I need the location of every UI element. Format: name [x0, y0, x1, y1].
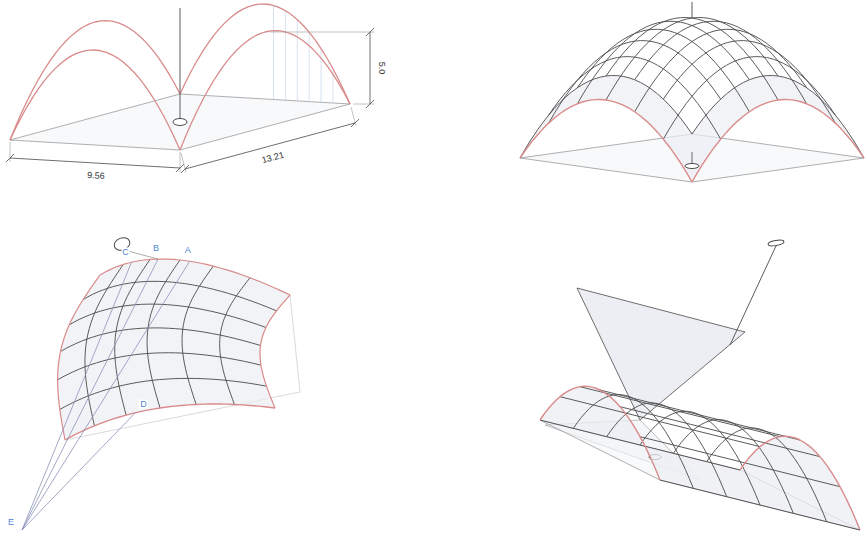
point-label: D [139, 399, 148, 408]
edge-arch [260, 295, 290, 408]
grid-line [606, 18, 778, 100]
grid-line [182, 266, 213, 404]
grid-line [663, 41, 835, 123]
point-label: E [7, 518, 15, 527]
pole-base [173, 119, 187, 126]
dimension-label: 9.56 [86, 171, 106, 181]
hatch-line [285, 11, 286, 101]
sight-line [22, 261, 190, 530]
grid-line [115, 259, 150, 415]
dimension-label: 13.21 [260, 150, 286, 165]
sight-line [22, 262, 132, 530]
grid-line [549, 57, 721, 139]
grid-line [220, 278, 250, 405]
end-arch [740, 436, 860, 530]
extension-line [270, 32, 374, 33]
dimension-line [185, 123, 355, 169]
edge-arch [180, 4, 350, 104]
dimension-label: 5.0 [377, 61, 386, 76]
pole-base [685, 164, 699, 169]
edge-arch [10, 21, 180, 140]
dimension-line [370, 32, 371, 104]
dimension-tick [366, 100, 374, 108]
pole-disc [768, 239, 785, 247]
point-label: B [152, 244, 160, 253]
grid-line [549, 41, 721, 123]
edge-arch [10, 50, 180, 150]
edge-line [692, 76, 864, 158]
edge-arch [692, 100, 864, 182]
pole-line [180, 8, 181, 118]
edge-arch [520, 100, 692, 182]
dome-surface [520, 76, 864, 182]
dimension-tick [366, 28, 374, 36]
dimension-tick [6, 154, 14, 162]
grid-line [61, 328, 261, 352]
grid-line [147, 260, 180, 408]
point-label: C [121, 248, 130, 257]
extension-line [10, 142, 11, 162]
sight-line [22, 413, 135, 530]
hatch-line [321, 49, 322, 103]
dimension-line [10, 158, 180, 168]
sight-line [22, 259, 158, 530]
edge-arch [100, 259, 290, 295]
edge-line [520, 76, 692, 158]
dimension-tick [351, 119, 359, 127]
grid-line [663, 57, 835, 139]
hatch-line [273, 5, 274, 99]
grid-line [606, 18, 778, 100]
pole-line [692, 152, 693, 164]
end-arch [540, 386, 660, 480]
grid-line [83, 281, 276, 311]
extension-line [180, 152, 181, 172]
point-label: A [184, 246, 192, 255]
edge-arch [180, 31, 350, 150]
pole-line [692, 2, 693, 18]
edge-arch [65, 404, 275, 440]
hatch-line [309, 32, 310, 101]
vault-surface [540, 386, 860, 530]
dimension-tick [181, 165, 189, 173]
grid-line [69, 304, 266, 327]
pole-line [730, 246, 776, 345]
grid-line [58, 353, 261, 380]
